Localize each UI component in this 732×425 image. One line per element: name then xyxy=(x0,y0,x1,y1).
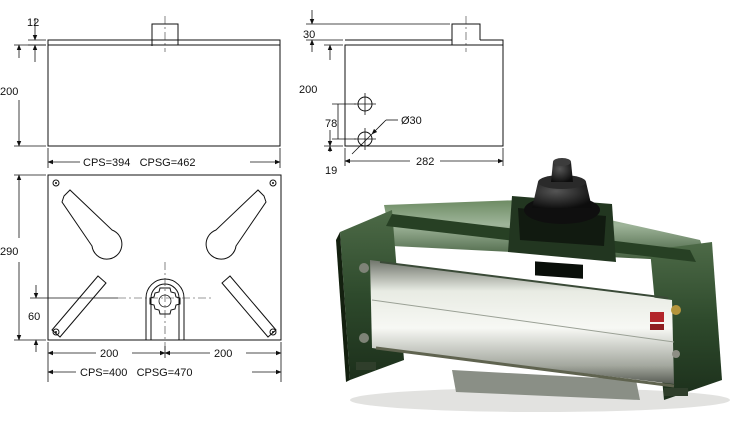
side-view: 30 200 78 Ø30 19 282 xyxy=(299,10,504,177)
plan-corner-bolts xyxy=(52,179,277,336)
side-lower-hole xyxy=(354,128,376,150)
front-dim-height-label: 200 xyxy=(0,86,18,98)
product-tie-rod xyxy=(375,346,675,388)
side-body-outline xyxy=(344,44,504,147)
front-body-outline xyxy=(47,44,281,147)
product-front-cylinder xyxy=(370,260,674,384)
side-dim-spacing-label: 78 xyxy=(325,118,337,130)
side-dim-plate-label: 30 xyxy=(303,29,315,41)
side-dim-height-label: 200 xyxy=(299,84,317,96)
side-upper-hole xyxy=(354,93,376,115)
plan-dim-depth-label: 290 xyxy=(0,246,18,258)
plan-dim-width-label: CPS=400 CPSG=470 xyxy=(80,367,193,379)
plan-dim-shaft-offset-label: 60 xyxy=(28,311,40,323)
side-dim-diameter-label: Ø30 xyxy=(401,115,422,127)
plan-dim-left-half-label: 200 xyxy=(100,348,118,360)
front-dim-width-label: CPS=394 CPSG=462 xyxy=(83,157,196,169)
side-dim-bottom-label: 19 xyxy=(325,165,337,177)
plan-splined-shaft xyxy=(149,287,181,315)
front-dim-plate-label: 12 xyxy=(27,17,39,29)
product-brass-fitting xyxy=(671,305,681,315)
product-red-label xyxy=(650,312,664,322)
plan-slot-upper-right xyxy=(205,189,267,260)
plan-view: 290 60 200 200 CPS=400 CPSG=470 xyxy=(0,174,282,382)
front-view: 12 200 CPS=394 CPSG=462 xyxy=(0,16,281,169)
plan-slot-lower-right xyxy=(221,275,277,338)
plan-slot-lower-left xyxy=(51,275,107,338)
side-dim-width-label: 282 xyxy=(416,156,434,168)
gate-operator-product-image xyxy=(336,158,730,412)
side-top-plate xyxy=(345,39,453,46)
plan-dim-right-half-label: 200 xyxy=(214,348,232,360)
plan-body-outline xyxy=(47,174,282,341)
plan-slot-upper-left xyxy=(61,189,123,260)
product-output-shaft-cap xyxy=(532,182,592,208)
product-base-plate xyxy=(452,370,640,400)
